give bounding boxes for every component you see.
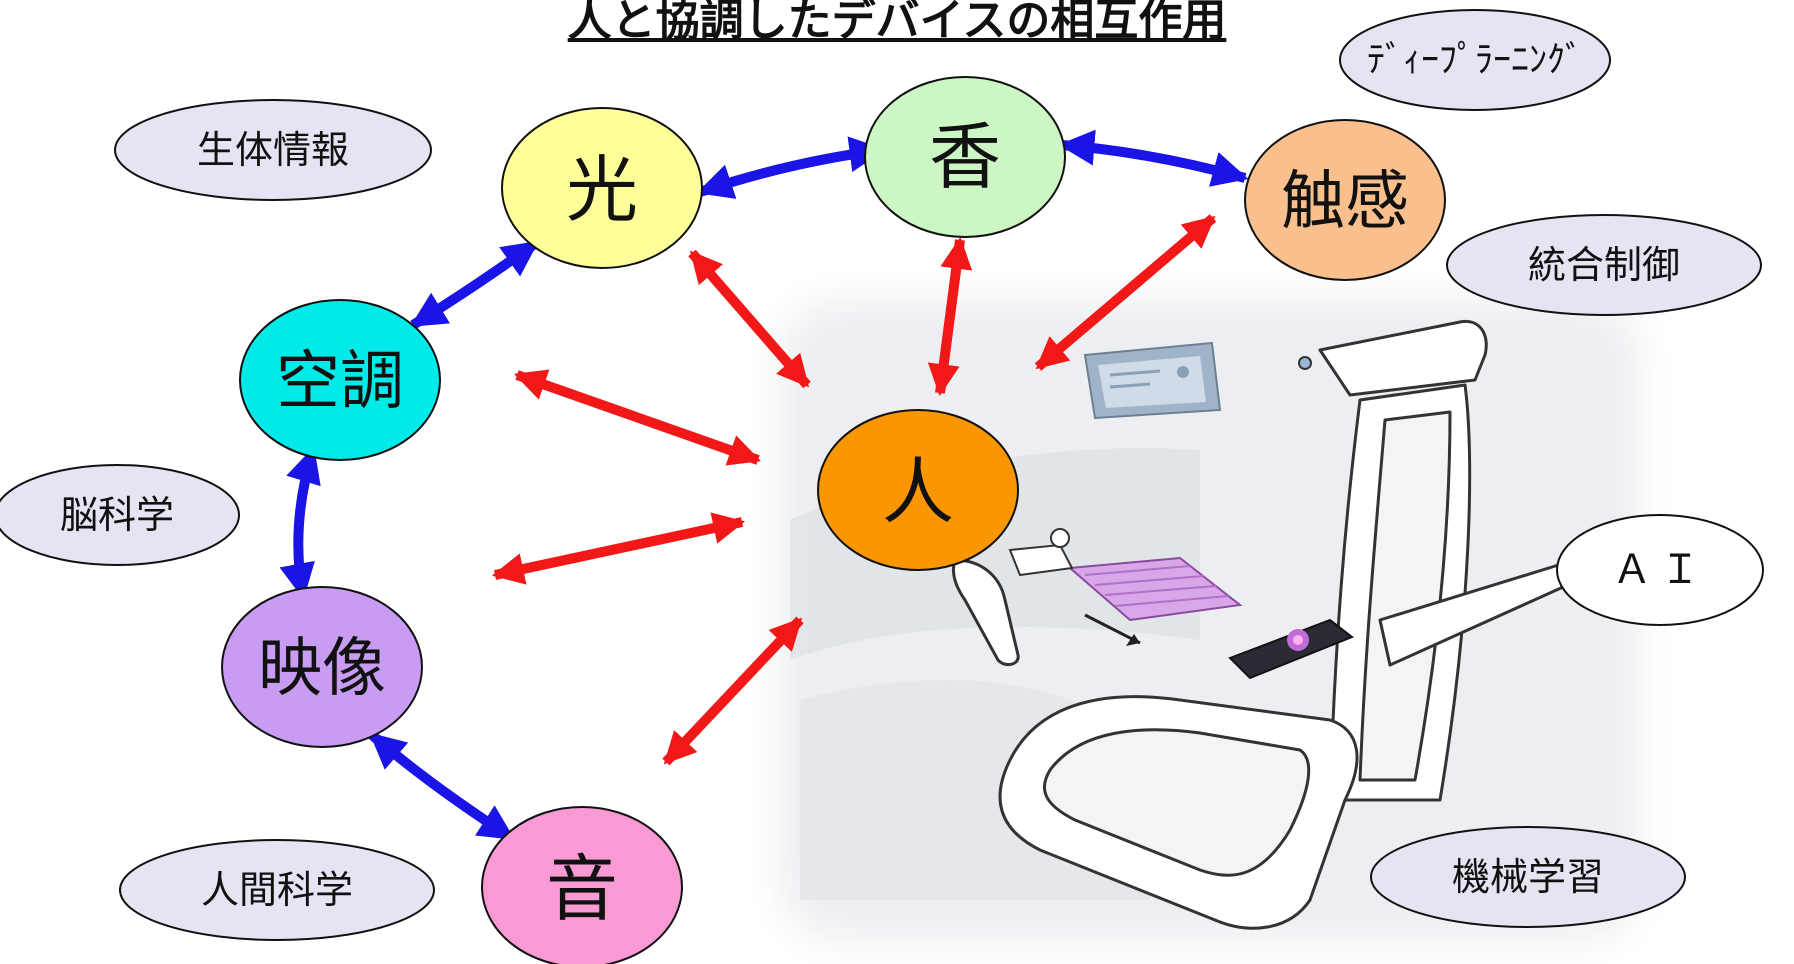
camera-lens [1298,356,1312,370]
node-sound: 音 [481,806,683,964]
arrow-person-aircon [513,369,762,466]
device-nodes: 光 香 触感 空調 映像 音 人 [221,76,1446,964]
arrow-light-aircon [409,238,539,330]
diagram-title: 人と協調したデバイスの相互作用 [567,0,1227,46]
tag-brain-science: 脳科学 [0,464,240,566]
tag-machine-learning: 機械学習 [1370,826,1686,928]
tag-integrated-control-label: 統合制御 [1528,243,1680,287]
arrow-person-touch [1034,214,1217,371]
steering-column [951,558,1020,667]
node-sound-label: 音 [546,847,618,931]
arrow-light-scent [696,136,886,199]
node-video-label: 映像 [258,632,386,706]
node-aircon-label: 空調 [276,345,404,419]
node-person-label: 人 [882,450,954,534]
keyword-tags: ﾃﾞｨｰﾌﾟﾗｰﾆﾝｸﾞ 生体情報 統合制御 脳科学 ＡＩ 人間科学 機械学習 [0,9,1764,941]
seat [998,319,1581,930]
node-scent-label: 香 [929,115,1001,199]
keyboard-panel [1008,528,1243,646]
tag-ai-label: ＡＩ [1612,547,1708,593]
arrow-scent-touch [1058,129,1249,187]
node-video: 映像 [221,586,423,748]
node-touch: 触感 [1244,119,1446,281]
person-links [491,214,1217,766]
tag-biometrics-label: 生体情報 [197,128,349,172]
arrow-person-light [688,249,811,389]
tag-human-science: 人間科学 [119,839,435,941]
arrow-aircon-video [279,446,321,600]
tag-brain-science-label: 脳科学 [60,493,174,537]
node-light-label: 光 [566,148,638,232]
tag-ai: ＡＩ [1556,514,1764,626]
tag-integrated-control: 統合制御 [1446,214,1762,316]
node-light: 光 [501,107,703,269]
node-touch-circle [1244,119,1446,281]
arrow-person-sound [662,616,804,766]
tag-biometrics: 生体情報 [114,99,432,201]
tag-deep-learning: ﾃﾞｨｰﾌﾟﾗｰﾆﾝｸﾞ [1339,9,1611,111]
arrow-video-sound [368,731,516,843]
node-touch-label: 触感 [1281,165,1409,239]
device-links [279,129,1249,843]
arrow-person-video [491,512,746,585]
node-scent: 香 [864,76,1066,238]
tag-human-science-label: 人間科学 [201,868,353,912]
node-person: 人 [817,409,1019,571]
node-aircon-circle [239,299,441,461]
tag-deep-learning-label: ﾃﾞｨｰﾌﾟﾗｰﾆﾝｸﾞ [1367,40,1583,81]
floating-display [1083,341,1222,420]
node-light-circle [501,107,703,269]
node-video-circle [221,586,423,748]
armrest-tablet [1228,618,1354,680]
node-aircon: 空調 [239,299,441,461]
arrow-person-scent [927,236,973,397]
node-scent-circle [864,76,1066,238]
tag-machine-learning-label: 機械学習 [1452,855,1604,899]
node-sound-circle [481,806,683,964]
node-person-circle [817,409,1019,571]
